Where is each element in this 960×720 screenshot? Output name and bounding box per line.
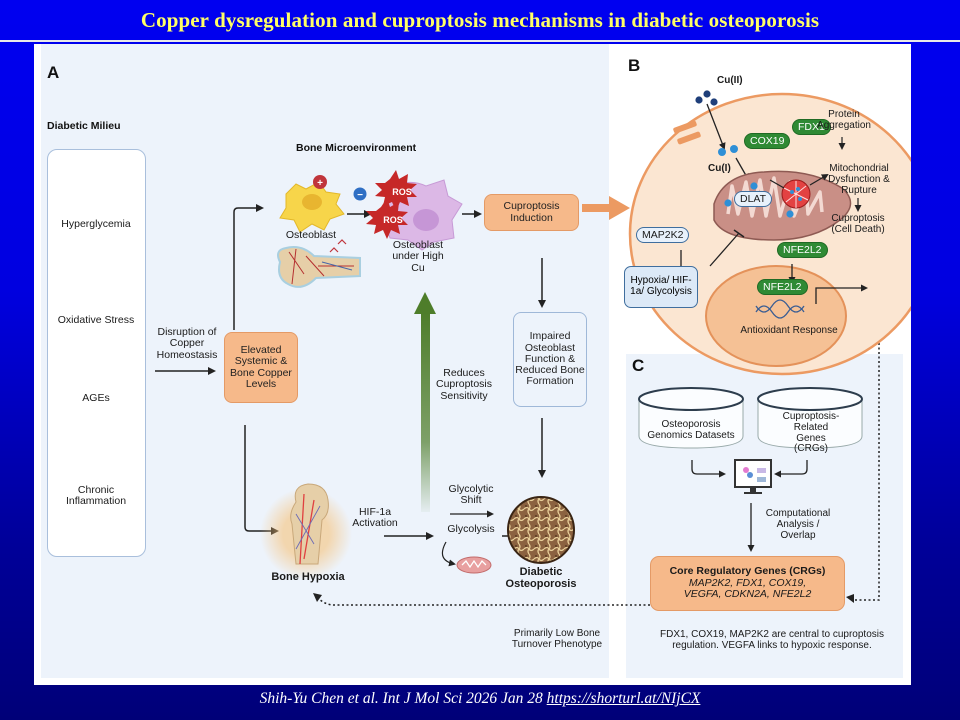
cuproptosis-death-label: Cuproptosis (Cell Death) (831, 213, 885, 235)
minus-sign: − (357, 190, 363, 201)
panel-link-arrow (582, 196, 630, 220)
figure: ROS + − (34, 44, 911, 685)
mitochondria-small-icon (456, 556, 492, 574)
bone-microenvironment-heading: Bone Microenvironment (296, 142, 417, 154)
mito-copper-dots (724, 182, 794, 218)
core-regulatory-genes-box: Core Regulatory Genes (CRGs) MAP2K2, FDX… (650, 556, 845, 611)
dotted-arrowhead-crg (846, 594, 854, 603)
green-arrow-shaft (421, 312, 430, 512)
dataset-right-icon (757, 387, 863, 449)
transcription-arrow (815, 284, 868, 304)
panel-a-letter: A (47, 63, 60, 82)
citation-link[interactable]: https://shorturl.at/NIjCX (546, 690, 701, 707)
osteoporosis-datasets-label: Osteoporosis Genomics Datasets (647, 419, 735, 441)
hif-activation-label: HIF-1a Activation (352, 506, 398, 530)
cu1-ions-icon (718, 145, 738, 156)
diabetic-osteoporosis-label: Diabetic Osteoporosis (505, 566, 577, 590)
slide-title: Copper dysregulation and cuproptosis mec… (140, 8, 820, 32)
computer-icon (734, 459, 772, 494)
dotted-cuproptosis-to-crg (854, 334, 880, 601)
fdx1-pill: FDX1 (792, 119, 831, 135)
dotted-crg-to-hypoxia (318, 598, 650, 606)
aggregation-arrow (809, 173, 829, 186)
glycolysis-label: Glycolysis (447, 523, 495, 535)
bone-hypoxia-label: Bone Hypoxia (271, 571, 345, 583)
title-divider (0, 40, 960, 42)
disruption-label: Disruption of Copper Homeostasis (156, 326, 218, 361)
milieu-heading: Diabetic Milieu (47, 120, 121, 132)
cox19-inhibit-line (769, 179, 785, 189)
hypoxia-inhibit-line (709, 232, 740, 267)
milieu-item-hyperglycemia: Hyperglycemia (61, 218, 131, 230)
panel-c-letter: C (632, 356, 645, 375)
nfe2l2-cytoplasm-pill: NFE2L2 (777, 242, 828, 258)
protein-aggregate-icon (781, 179, 811, 209)
plus-sign: + (317, 178, 323, 189)
green-arrow-head (414, 292, 436, 314)
cu2-ions-icon (695, 90, 718, 106)
osteoblast-high-cu-label: Osteoblast under High Cu (392, 239, 444, 274)
citation-text: Shih-Yu Chen et al. Int J Mol Sci 2026 J… (259, 690, 547, 707)
cuproptosis-induction-box: Cuproptosis Induction (484, 194, 579, 231)
milieu-item-chronic-inflammation: Chronic Inflammation (65, 484, 127, 508)
ros-label-2: ROS (383, 215, 403, 225)
hypoxia-hif-glycolysis-box: Hypoxia/ HIF-1a/ Glycolysis (624, 266, 698, 308)
ros-burst-icon (366, 170, 417, 239)
dataset-left-icon (638, 387, 744, 449)
map2k2-pill: MAP2K2 (636, 227, 690, 243)
glycolysis-curve-arrow (441, 541, 456, 567)
ros-label-1: ROS (392, 187, 412, 197)
citation: Shih-Yu Chen et al. Int J Mol Sci 2026 J… (0, 690, 960, 708)
milieu-item-ages: AGEs (82, 392, 110, 404)
cu1-label: Cu(I) (708, 163, 731, 174)
glycolytic-shift-label: Glycolytic Shift (448, 483, 494, 507)
to-osteoblast-arrow (233, 204, 264, 330)
milieu-box (47, 149, 146, 557)
crg-datasets-label: Cuproptosis-Related Genes (CRGs) (782, 411, 840, 455)
dna-icon (755, 299, 805, 319)
protein-aggregation-label: Protein Aggregation (817, 109, 871, 131)
milieu-item-oxidative-stress: Oxidative Stress (57, 314, 135, 326)
crg-gene-list: MAP2K2, FDX1, COX19, VEGFA, CDKN2A, NFE2… (683, 576, 812, 601)
elevated-copper-box: Elevated Systemic & Bone Copper Levels (224, 332, 298, 403)
right-to-computer-arrow (774, 460, 808, 478)
osteoporotic-bone-icon (507, 496, 575, 564)
osteoblast-icon (279, 181, 345, 233)
reduces-sensitivity-label: Reduces Cuproptosis Sensitivity (435, 367, 493, 402)
crg-title: Core Regulatory Genes (CRGs) (669, 565, 826, 578)
phenotype-label: Primarily Low Bone Turnover Phenotype (511, 628, 603, 650)
femur-icon (290, 483, 329, 565)
panel-b-letter: B (628, 56, 641, 75)
nfe2l2-nucleus-pill: NFE2L2 (757, 279, 808, 295)
impaired-osteoblast-box: Impaired Osteoblast Function & Reduced B… (513, 312, 587, 407)
dlat-pill: DLAT (734, 191, 773, 207)
cu2-label: Cu(II) (717, 75, 743, 86)
computational-analysis-label: Computational Analysis / Overlap (765, 508, 831, 541)
left-to-computer-arrow (691, 460, 726, 478)
antioxidant-response-label: Antioxidant Response (740, 325, 838, 336)
dotted-arrowhead-hypoxia (313, 593, 322, 602)
osteoblast-label: Osteoblast (285, 229, 337, 241)
copper-transporter-icon (673, 120, 701, 145)
to-bone-hypoxia-arrow (244, 425, 279, 535)
cox19-pill: COX19 (744, 133, 791, 149)
inhibit-bar (733, 229, 745, 238)
plus-badge (313, 175, 327, 189)
bone-tissue-icon (277, 239, 361, 288)
minus-badge (353, 187, 367, 201)
mito-dysfunction-label: Mitochondrial Dysfunction & Rupture (828, 163, 890, 196)
crg-summary-text: FDX1, COX19, MAP2K2 are central to cupro… (660, 629, 884, 651)
cu-entry-arrow (706, 103, 726, 150)
